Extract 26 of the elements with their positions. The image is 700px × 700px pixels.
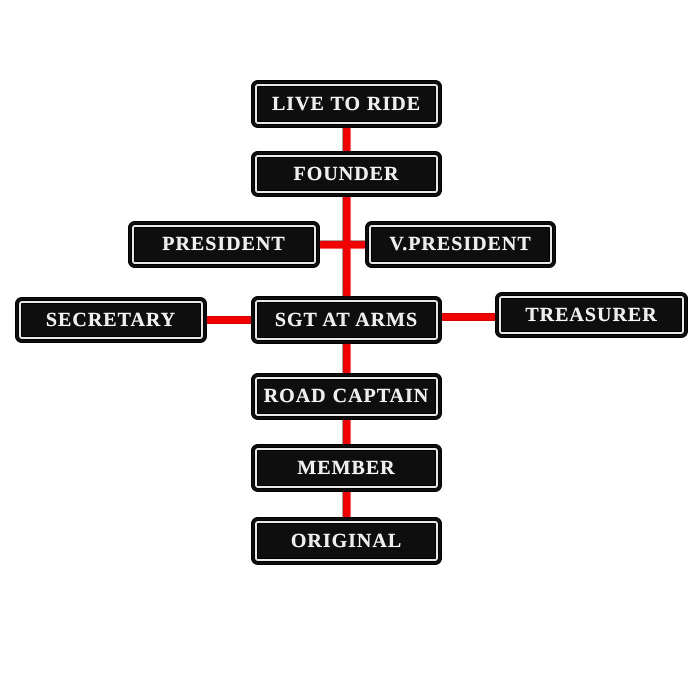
patch-label: SECRETARY — [46, 308, 176, 332]
patch-label: ROAD CAPTAIN — [264, 385, 430, 408]
connector-line — [342, 420, 350, 444]
embroidered-patch — [251, 373, 442, 420]
embroidered-patch — [365, 221, 556, 268]
embroidered-patch — [128, 221, 320, 268]
connector-line — [342, 492, 350, 517]
patch-label: SGT AT ARMS — [274, 308, 418, 332]
connector-line — [207, 316, 251, 324]
embroidered-patch — [495, 292, 688, 338]
patch-label: V.PRESIDENT — [389, 233, 532, 256]
embroidered-patch — [251, 444, 442, 492]
embroidered-patch — [251, 151, 442, 197]
connector-line — [442, 313, 495, 321]
connector-line — [342, 128, 350, 151]
patch-label: MEMBER — [297, 456, 396, 480]
patch-label: FOUNDER — [294, 162, 400, 186]
embroidered-patch — [15, 297, 207, 343]
patch-label: LIVE TO RIDE — [272, 92, 422, 116]
embroidered-patch — [251, 80, 442, 128]
patch-label: ORIGINAL — [290, 530, 402, 552]
embroidered-patch — [251, 296, 442, 344]
patch-label: PRESIDENT — [162, 233, 286, 256]
connector-line — [342, 344, 350, 373]
embroidered-patch — [251, 517, 442, 565]
patch-label: TREASURER — [525, 304, 658, 326]
